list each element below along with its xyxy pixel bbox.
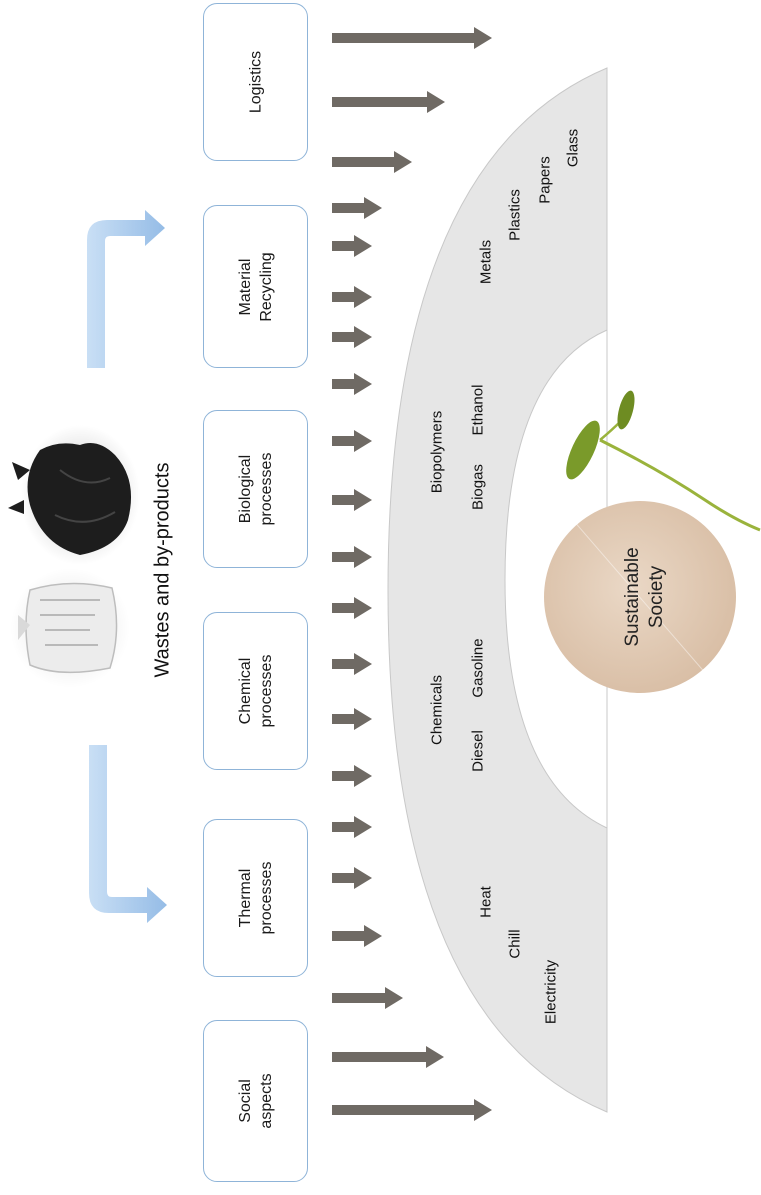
contribution-arrow-7 xyxy=(332,326,372,348)
box-logistics-label: Logistics xyxy=(247,50,264,114)
diagram-title: Wastes and by-products xyxy=(151,462,174,678)
contribution-arrow-1 xyxy=(332,27,492,49)
contribution-arrow-6 xyxy=(332,286,372,308)
black-waste-bag-icon xyxy=(8,425,140,565)
contribution-arrow-8 xyxy=(332,373,372,395)
contribution-arrow-19 xyxy=(332,987,403,1009)
contribution-arrow-13 xyxy=(332,653,372,675)
contribution-arrow-18 xyxy=(332,925,382,947)
sustainable-society-circle xyxy=(544,501,736,693)
box-chemical-line2: processes xyxy=(257,654,275,728)
label-electricity: Electricity xyxy=(542,959,560,1025)
label-gasoline: Gasoline xyxy=(469,638,487,698)
label-chemicals: Chemicals xyxy=(428,674,446,746)
transparent-waste-bag-icon xyxy=(10,568,130,688)
label-chill: Chill xyxy=(506,929,524,959)
contribution-arrow-10 xyxy=(332,489,372,511)
contribution-arrow-14 xyxy=(332,708,372,730)
contribution-arrow-15 xyxy=(332,765,372,787)
contribution-arrow-20 xyxy=(332,1046,444,1068)
label-ethanol: Ethanol xyxy=(469,384,487,436)
contribution-arrow-12 xyxy=(332,597,372,619)
contribution-arrow-17 xyxy=(332,867,372,889)
label-biopolymers: Biopolymers xyxy=(428,410,446,494)
society-line2: Society xyxy=(646,565,667,629)
box-biological-line2: processes xyxy=(257,452,275,526)
box-biological-processes: Biological processes xyxy=(203,410,308,568)
flow-arrow-top-icon xyxy=(87,210,165,368)
society-line1: Sustainable xyxy=(622,547,643,647)
label-plastics: Plastics xyxy=(506,189,524,241)
sustainable-society-label: Sustainable Society xyxy=(621,547,669,646)
contribution-arrow-3 xyxy=(332,151,412,173)
product-arc xyxy=(387,67,608,1113)
contribution-arrow-9 xyxy=(332,430,372,452)
box-social-aspects: Social aspects xyxy=(203,1020,308,1182)
label-diesel: Diesel xyxy=(469,730,487,772)
box-chemical-line1: Chemical xyxy=(236,657,254,725)
contribution-arrow-16 xyxy=(332,816,372,838)
label-metals: Metals xyxy=(477,239,495,285)
contribution-arrow-5 xyxy=(332,235,372,257)
label-biogas: Biogas xyxy=(469,464,487,510)
contribution-arrow-2 xyxy=(332,91,445,113)
box-material-recycling-line2: Recycling xyxy=(257,251,275,322)
label-papers: Papers xyxy=(536,156,554,204)
box-material-recycling: Material Recycling xyxy=(203,205,308,368)
box-biological-line1: Biological xyxy=(236,454,254,524)
box-logistics: Logistics xyxy=(203,3,308,161)
flow-arrow-bottom-icon xyxy=(89,745,167,923)
box-social-line2: aspects xyxy=(257,1073,275,1129)
contribution-arrow-21 xyxy=(332,1099,492,1121)
contribution-arrow-4 xyxy=(332,197,382,219)
box-social-line1: Social xyxy=(236,1079,254,1123)
box-thermal-processes: Thermal processes xyxy=(203,819,308,977)
label-heat: Heat xyxy=(477,886,495,918)
box-material-recycling-line1: Material xyxy=(236,258,254,315)
box-thermal-line2: processes xyxy=(257,861,275,935)
contribution-arrow-11 xyxy=(332,546,372,568)
contribution-arrows xyxy=(332,27,492,1121)
box-chemical-processes: Chemical processes xyxy=(203,612,308,770)
plant-sprout-icon xyxy=(566,390,761,532)
label-glass: Glass xyxy=(564,128,582,168)
box-thermal-line1: Thermal xyxy=(236,868,254,928)
